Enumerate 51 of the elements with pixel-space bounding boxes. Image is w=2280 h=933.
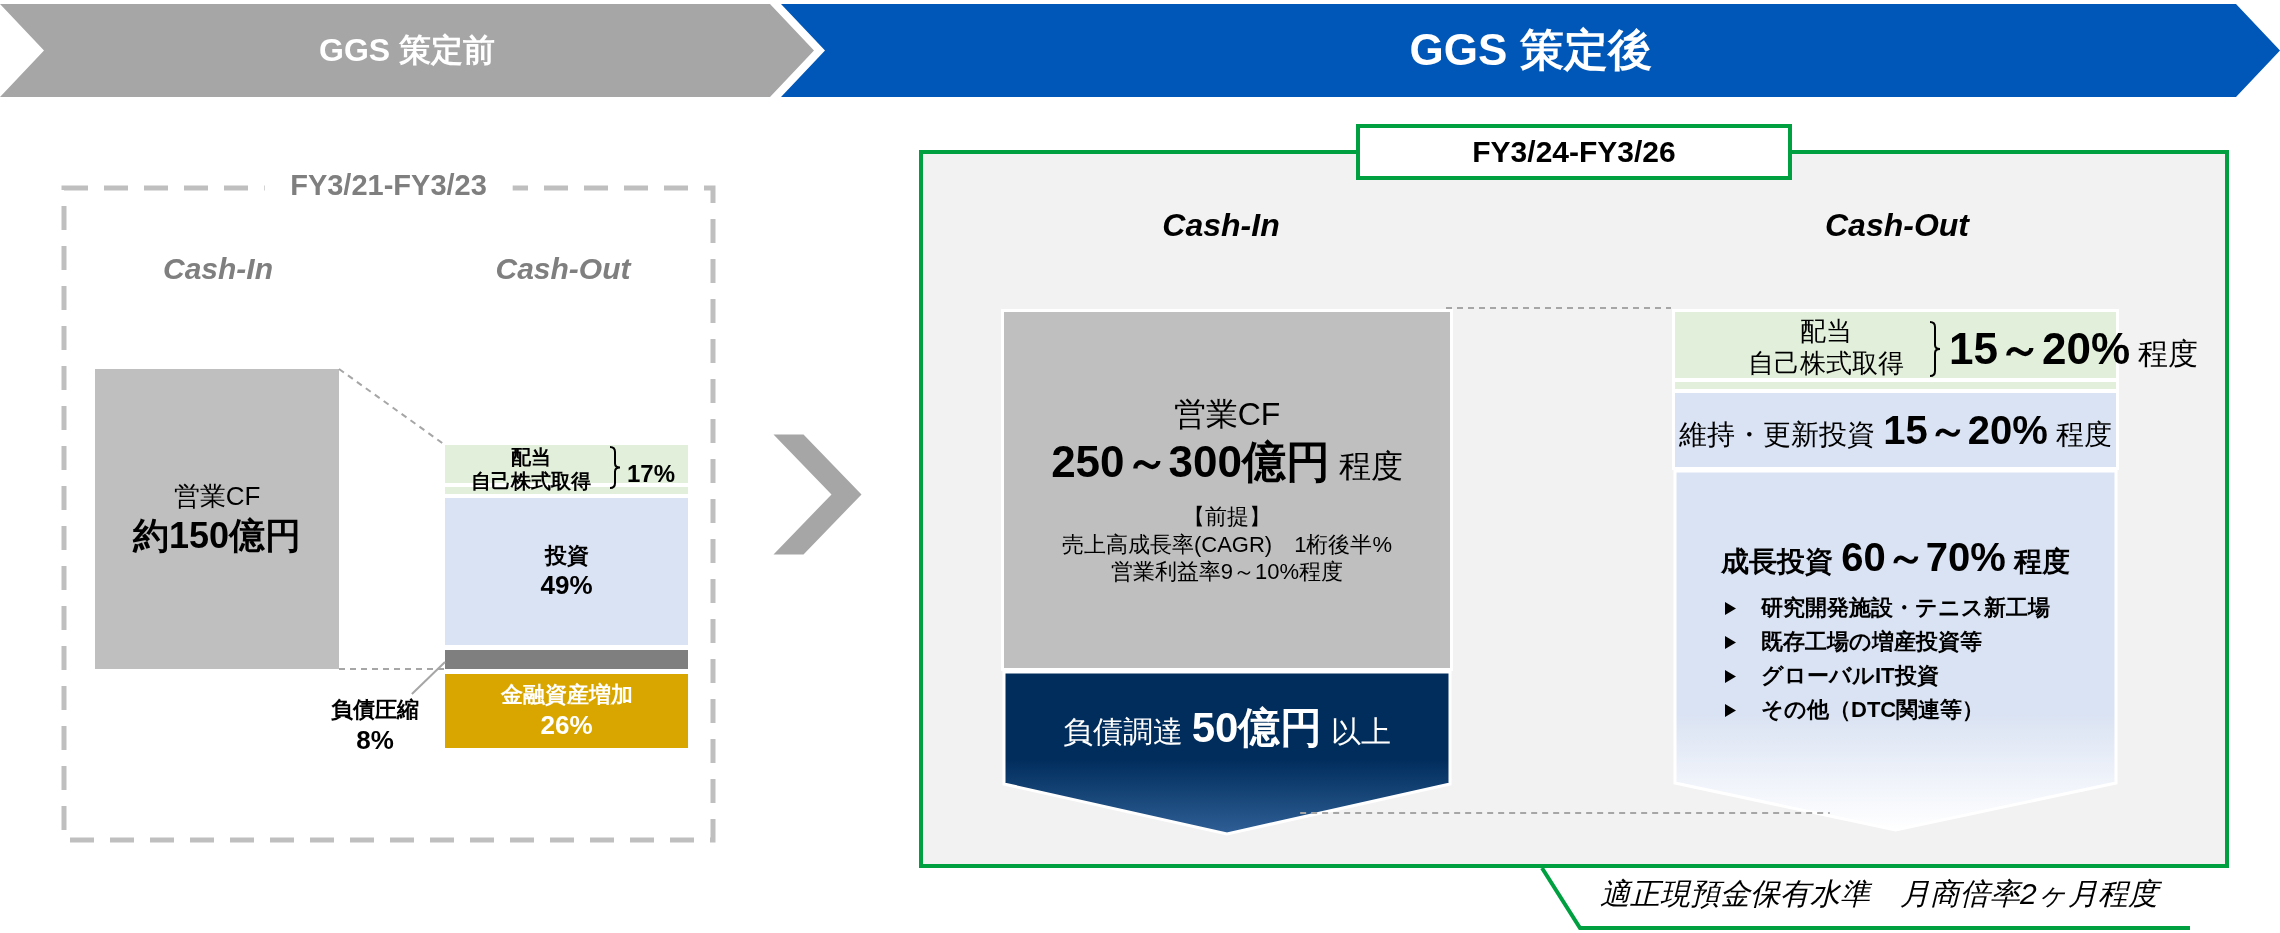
guide-line: [338, 668, 446, 670]
cash-bar: [445, 650, 688, 669]
block-text: 自己株式取得: [1748, 348, 1904, 380]
block-text: 金融資産増加: [500, 681, 633, 709]
phase-banner: [781, 4, 2280, 97]
cash-block: [445, 674, 688, 748]
block-title: 成長投資 60～70% 程度: [1720, 534, 2071, 581]
banner-title: GGS 策定後: [1409, 24, 1652, 77]
block-text: 営業利益率9～10%程度: [1110, 558, 1344, 586]
cash-block: [445, 445, 688, 494]
guide-line: [338, 368, 446, 446]
leader-line: [410, 660, 446, 695]
list-item: 研究開発施設・テニス新工場: [1761, 595, 2050, 622]
block-text: 売上高成長率(CAGR) 1桁後半%: [1062, 530, 1392, 559]
list-item: 既存工場の増産投資等: [1761, 629, 1982, 656]
block-text: 【前提】: [1183, 503, 1271, 531]
block-text: 250～300億円 程度: [1051, 436, 1403, 489]
block-text: 15～20% 程度: [1949, 322, 2199, 375]
block-text: 49%: [540, 569, 593, 602]
banner-title: GGS 策定前: [319, 31, 495, 70]
cash-block: [1675, 393, 2116, 467]
cash-block: [445, 498, 688, 645]
cash-block: [1004, 672, 1450, 834]
block-text: 配当: [1800, 316, 1852, 348]
column-heading: Cash-In: [163, 251, 273, 287]
block-text: 配当: [511, 445, 551, 469]
block-text: 営業CF: [173, 480, 261, 513]
block-text: 約150億円: [132, 513, 302, 558]
cash-block: [1675, 471, 2116, 830]
block-text: 8%: [356, 723, 394, 756]
block-text: 負債圧縮: [331, 696, 419, 724]
period-heading: FY3/24-FY3/26: [1356, 124, 1792, 180]
guide-line: [1299, 812, 1831, 815]
cash-block: [95, 369, 339, 669]
note-tab: [1540, 868, 2190, 930]
block-text: 26%: [540, 708, 593, 741]
cash-block: [1004, 312, 1450, 668]
block-text: 17%: [627, 459, 676, 489]
column-heading: Cash-Out: [495, 251, 631, 287]
list-item: その他（DTC関連等）: [1761, 697, 1985, 724]
block-text: 投資: [544, 541, 589, 569]
block-text: 維持・更新投資 15～20% 程度: [1679, 407, 2112, 454]
chevron-arrow: [773, 434, 862, 555]
column-heading: Cash-Out: [1825, 205, 1969, 245]
block-text: 自己株式取得: [471, 469, 591, 493]
phase-banner: [0, 4, 814, 97]
block-text: 営業CF: [1173, 395, 1281, 435]
column-heading: Cash-In: [1162, 205, 1280, 245]
guide-line: [1445, 307, 1672, 309]
block-text: 負債調達 50億円 以上: [1063, 702, 1391, 753]
list-item: グローバルIT投資: [1761, 663, 1939, 690]
